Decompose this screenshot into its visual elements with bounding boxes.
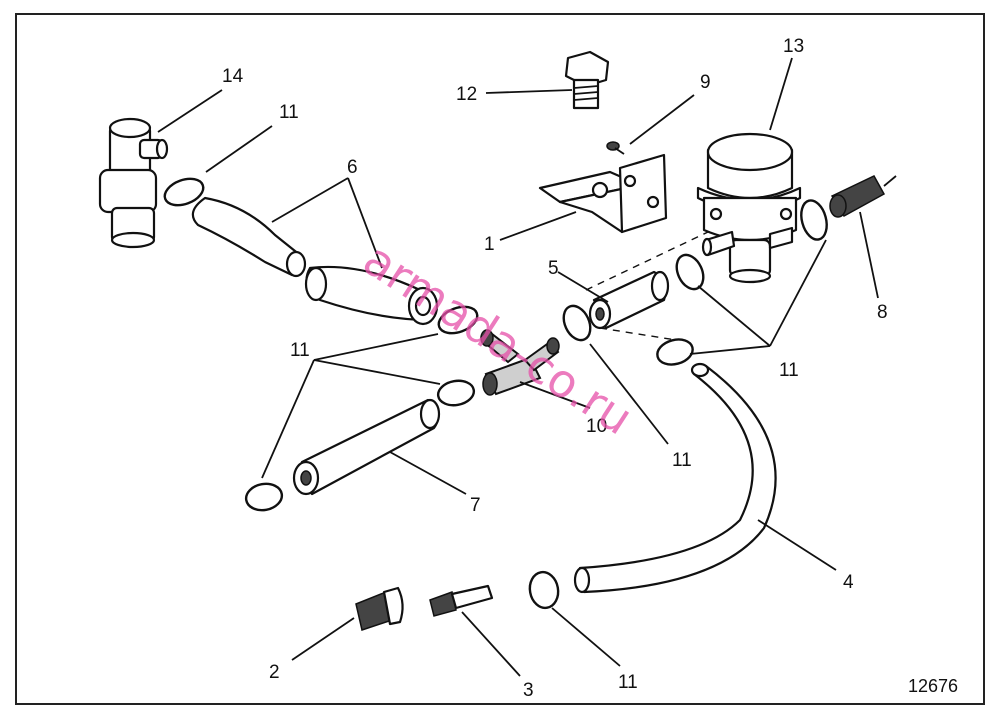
figure-number: 12676 <box>908 676 958 696</box>
callout-13: 13 <box>783 36 804 57</box>
callout-3: 3 <box>523 680 534 701</box>
part-6-hoses <box>191 196 439 326</box>
part-5-short-hose <box>588 270 670 330</box>
callout-10: 10 <box>586 416 607 437</box>
callout-11: 11 <box>279 102 299 123</box>
alignment-line <box>599 327 677 341</box>
callout-7: 7 <box>470 495 481 516</box>
callout-5: 5 <box>548 258 559 279</box>
callout-4: 4 <box>843 572 854 593</box>
part-7-hose <box>292 398 441 496</box>
callout-11: 11 <box>672 450 692 471</box>
alignment-line <box>585 231 709 291</box>
watermark: armada-co.ru <box>354 232 642 445</box>
callout-12: 12 <box>456 84 477 105</box>
callout-11: 11 <box>290 340 310 361</box>
part-13-pump <box>696 132 802 284</box>
callout-1: 1 <box>484 234 495 255</box>
leader-lines <box>157 57 879 677</box>
part-3-barbed-fitting <box>429 584 494 617</box>
callout-8: 8 <box>877 302 888 323</box>
part-14-valve <box>98 117 169 249</box>
part-1-bracket <box>538 153 668 234</box>
part-2-plug <box>355 586 404 631</box>
callout-14: 14 <box>222 66 244 87</box>
part-11-clamps <box>163 177 828 610</box>
callout-2: 2 <box>269 662 280 683</box>
callout-9: 9 <box>700 72 711 93</box>
callout-11: 11 <box>779 360 799 381</box>
part-9-screw <box>606 141 625 155</box>
callout-11: 11 <box>618 672 638 693</box>
diagram-frame <box>15 13 985 705</box>
part-10-tee-fitting <box>480 329 560 396</box>
part-4-long-hose <box>573 362 777 594</box>
part-12-bolt <box>564 50 610 110</box>
callout-6: 6 <box>347 157 358 178</box>
part-8-filter <box>829 175 897 218</box>
